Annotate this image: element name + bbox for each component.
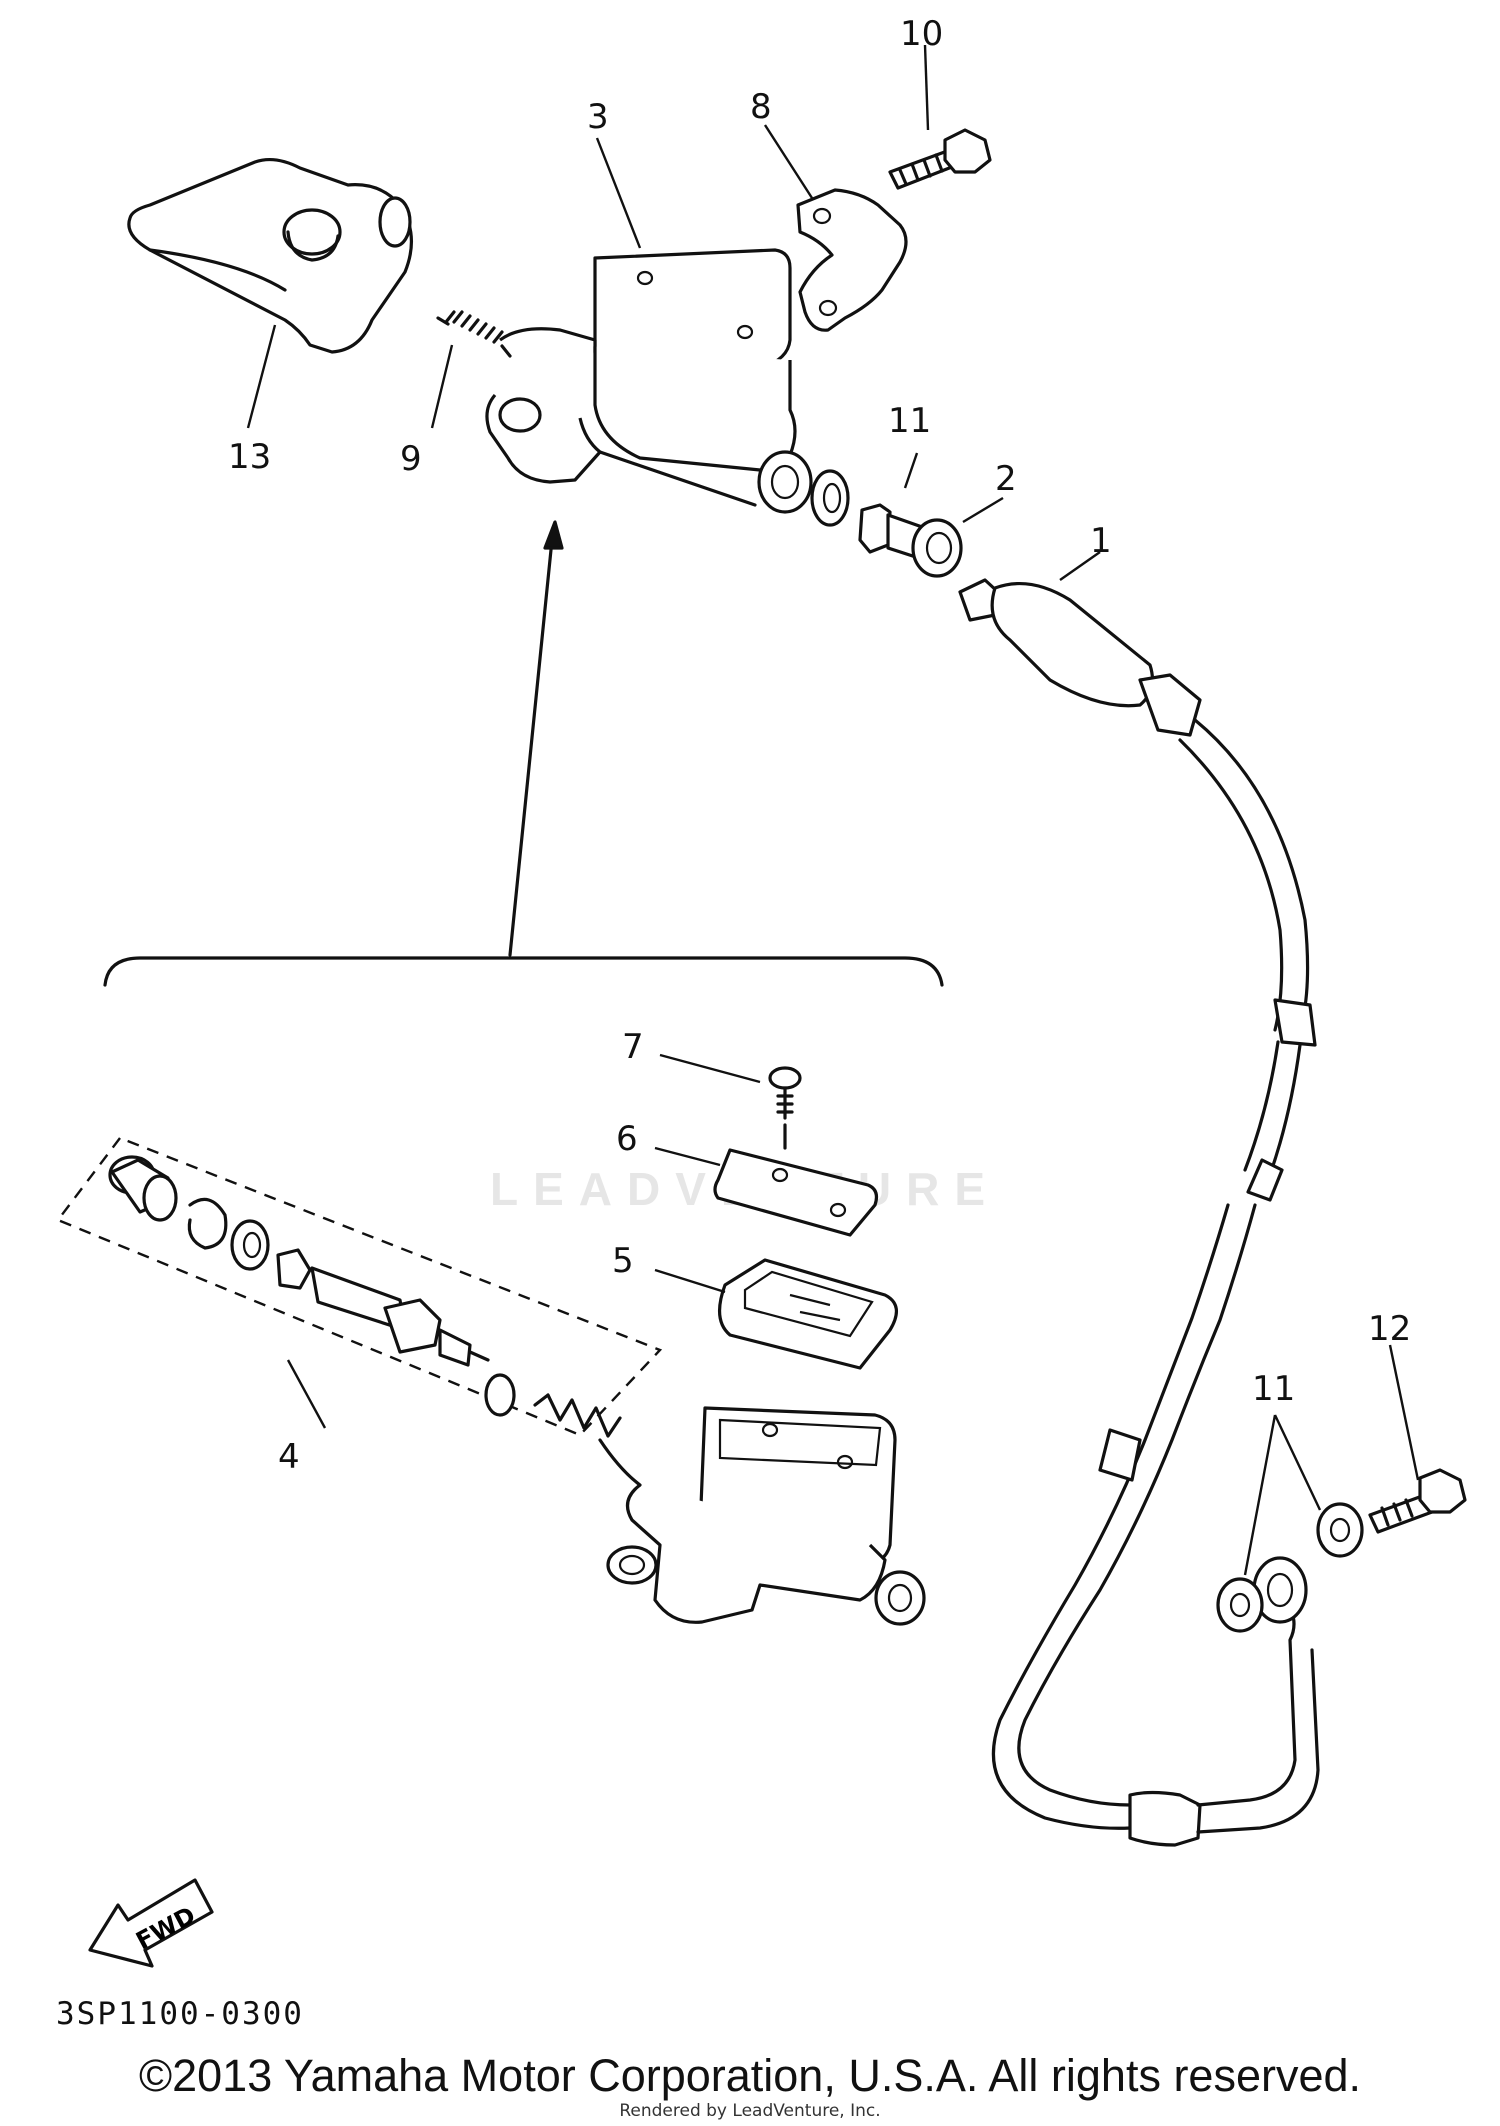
- part-8-holder[interactable]: [796, 188, 908, 332]
- callout-2: 2: [995, 459, 1017, 499]
- part-11-washers-lower[interactable]: [1216, 1502, 1364, 1633]
- part-12-union-bolt[interactable]: [1368, 1468, 1467, 1534]
- callout-1: 1: [1090, 521, 1112, 561]
- fwd-direction-arrow: FWD: [88, 1878, 214, 1968]
- callout-12: 12: [1368, 1309, 1411, 1349]
- renderer-credit: Rendered by LeadVenture, Inc.: [619, 2101, 881, 2121]
- part-10-bolt[interactable]: [888, 128, 992, 190]
- callout-3: 3: [587, 97, 609, 137]
- part-11-washer-upper[interactable]: [810, 469, 850, 527]
- copyright-notice: ©2013 Yamaha Motor Corporation, U.S.A. A…: [138, 2050, 1362, 2101]
- part-7-screw[interactable]: [768, 1066, 802, 1150]
- callout-8: 8: [750, 87, 772, 127]
- part-3-master-cylinder[interactable]: [485, 248, 813, 514]
- callout-9: 9: [400, 439, 422, 479]
- callout-7: 7: [622, 1027, 644, 1067]
- part-5-diaphragm[interactable]: [718, 1258, 898, 1370]
- callout-5: 5: [612, 1241, 634, 1281]
- part-9-spring[interactable]: [436, 310, 512, 358]
- part-13-cover[interactable]: [127, 157, 414, 354]
- assembly-pointer-arrow: [103, 520, 944, 987]
- part-1-clutch-hose[interactable]: [958, 578, 1320, 1847]
- callout-11b: 11: [1252, 1369, 1295, 1409]
- part-2-union-bolt[interactable]: [858, 503, 963, 578]
- diagram-code: 3SP1100-0300: [56, 1996, 304, 2032]
- master-cylinder-body-lower: [598, 1406, 926, 1626]
- part-4-cylinder-kit[interactable]: [56, 1136, 663, 1438]
- part-6-cap[interactable]: [713, 1148, 879, 1237]
- callout-11a: 11: [888, 401, 931, 441]
- leader-lines: [246, 44, 1420, 1576]
- callout-10: 10: [900, 14, 943, 54]
- callout-13: 13: [228, 437, 271, 477]
- callout-4: 4: [278, 1437, 300, 1477]
- callout-labels: 1 2 3 4 5 6 7 8 9 10 11 11 12 13: [228, 14, 1411, 1477]
- callout-6: 6: [616, 1119, 638, 1159]
